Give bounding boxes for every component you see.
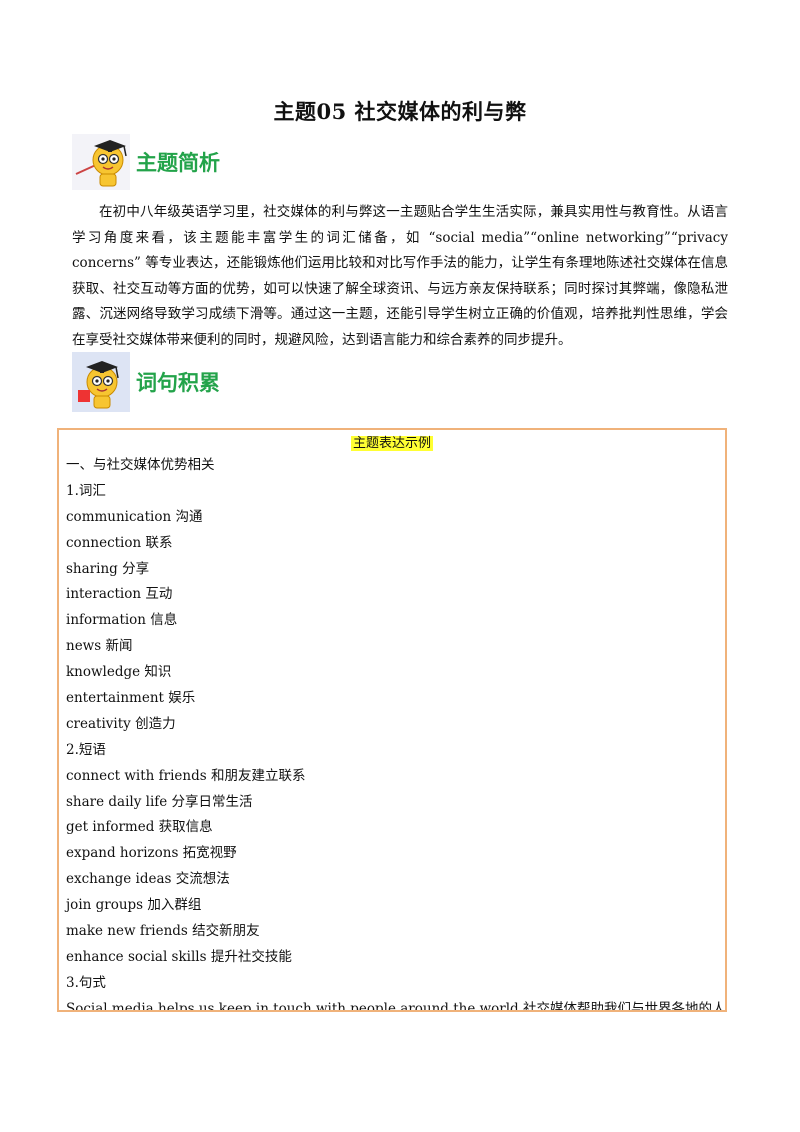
list-item: enhance social skills 提升社交技能 <box>66 948 292 965</box>
graduate-mascot-icon <box>72 352 130 412</box>
graduate-mascot-icon <box>72 134 130 190</box>
list-item: exchange ideas 交流想法 <box>66 871 230 888</box>
list-item: expand horizons 拓宽视野 <box>66 845 237 862</box>
page-title: 主题05 社交媒体的利与弊 <box>273 99 527 124</box>
expression-examples-box: 主题表达示例 一、与社交媒体优势相关 1.词汇 communication 沟通… <box>57 428 727 1012</box>
list-item: interaction 互动 <box>66 586 173 603</box>
list-item: knowledge 知识 <box>66 664 172 681</box>
list-item: sharing 分享 <box>66 560 150 577</box>
section-header-vocabulary: 词句积累 <box>72 352 220 412</box>
list-item: entertainment 娱乐 <box>66 690 196 707</box>
list-item: 2.短语 <box>66 741 106 758</box>
section-title-analysis: 主题简析 <box>136 151 220 175</box>
list-item: share daily life 分享日常生活 <box>66 793 253 810</box>
list-item: connection 联系 <box>66 534 173 551</box>
list-item: get informed 获取信息 <box>66 819 213 836</box>
list-item: 一、与社交媒体优势相关 <box>66 457 215 473</box>
list-item: 3.句式 <box>66 974 106 991</box>
list-item: 1.词汇 <box>66 482 106 499</box>
list-item: connect with friends 和朋友建立联系 <box>66 767 306 784</box>
box-header-label: 主题表达示例 <box>350 436 433 451</box>
expression-list: 一、与社交媒体优势相关 1.词汇 communication 沟通 connec… <box>59 453 727 1012</box>
list-item: join groups 加入群组 <box>66 897 202 914</box>
section-header-analysis: 主题简析 <box>72 134 220 190</box>
list-item: news 新闻 <box>66 638 133 655</box>
box-header: 主题表达示例 <box>59 431 725 453</box>
list-item: creativity 创造力 <box>66 715 176 732</box>
list-item: communication 沟通 <box>66 508 203 525</box>
intro-text: 在初中八年级英语学习里，社交媒体的利与弊这一主题贴合学生生活实际，兼具实用性与教… <box>72 204 728 348</box>
section-title-vocabulary: 词句积累 <box>136 371 220 395</box>
list-item: Social media helps us keep in touch with… <box>66 1000 727 1012</box>
list-item: make new friends 结交新朋友 <box>66 923 260 940</box>
list-item: information 信息 <box>66 612 178 629</box>
intro-paragraph: 在初中八年级英语学习里，社交媒体的利与弊这一主题贴合学生生活实际，兼具实用性与教… <box>72 200 728 354</box>
